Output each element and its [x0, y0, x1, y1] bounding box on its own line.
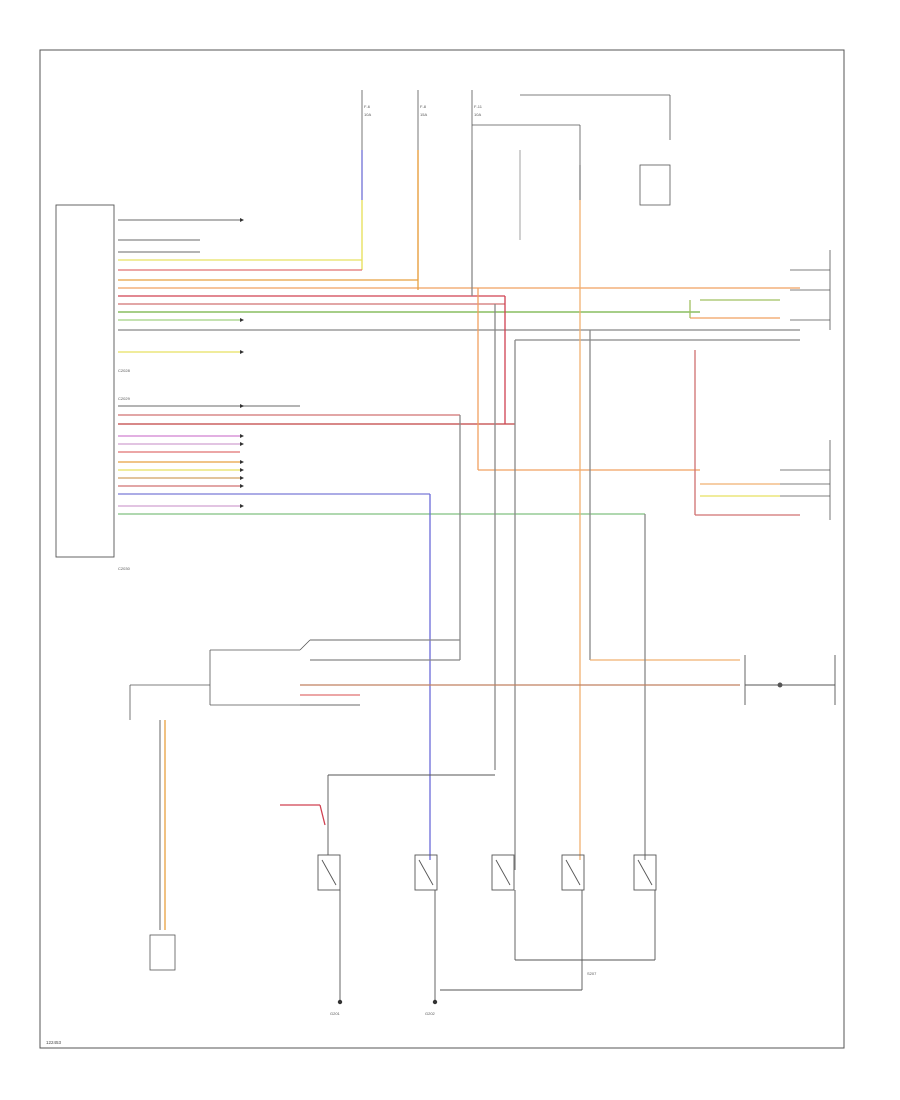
ground-icon-1 [337, 999, 343, 1005]
connector-label-top: C2028 [118, 368, 131, 373]
diagram-code: 122453 [46, 1040, 62, 1045]
fuse-label-f2: F-8 [420, 104, 427, 109]
fuse-label-f3: F-11 [474, 104, 483, 109]
vertical-runs [417, 200, 800, 870]
connector-label-mid: C2029 [118, 396, 131, 401]
fuse-block [361, 90, 671, 206]
fuse-rating-f1: 10A [364, 112, 371, 117]
mid-switch-block [129, 639, 311, 720]
ground-label-1: G201 [330, 1011, 341, 1016]
mid-switch-wires [300, 639, 740, 706]
fuse-label-f1: F-6 [364, 104, 371, 109]
right-end-connector [744, 655, 836, 705]
body-control-module [55, 204, 115, 558]
ground-icon-2 [432, 999, 438, 1005]
right-switch-wires [689, 299, 780, 497]
fuse-rating-f2: 15A [420, 112, 427, 117]
splice-label: S207 [587, 971, 597, 976]
ground-label-2: G202 [425, 1011, 436, 1016]
bottom-switch-row [317, 774, 657, 1000]
connector-label-bottom: C2030 [118, 566, 131, 571]
arrow-tips [240, 218, 244, 508]
module-wires [118, 219, 800, 515]
top-drop-wires [361, 150, 581, 280]
diagram-border [39, 49, 845, 1049]
left-lamp [149, 720, 176, 971]
fuse-rating-f3: 10A [474, 112, 481, 117]
bottom-red-lead [280, 804, 326, 826]
right-switches [780, 250, 831, 520]
